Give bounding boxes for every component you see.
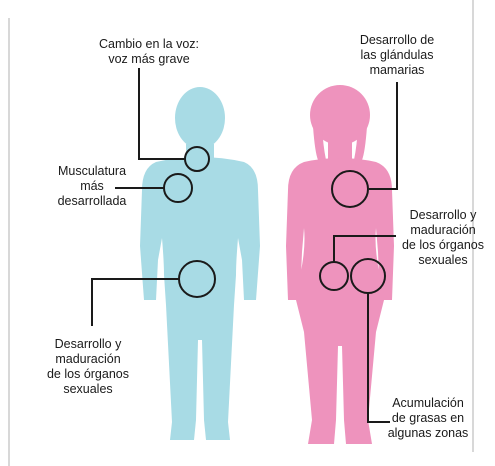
- label-line: mamarias: [369, 63, 425, 77]
- callout-voz: [138, 68, 210, 172]
- label-cambio-voz: Cambio en la voz: voz más grave: [74, 37, 224, 67]
- leader-line-grasas: [367, 293, 390, 423]
- label-line: algunas zonas: [387, 426, 469, 440]
- label-line: Musculatura: [57, 164, 127, 178]
- leader-line-voz: [138, 68, 185, 160]
- label-line: de grasas en: [391, 411, 465, 425]
- label-line: Cambio en la voz:: [98, 37, 200, 51]
- label-musculatura: Musculatura más desarrollada: [42, 164, 142, 209]
- callout-organos-fem: [319, 235, 396, 291]
- label-organos-masculinos: Desarrollo y maduración de los órganos s…: [30, 337, 146, 397]
- label-line: más: [80, 179, 104, 193]
- label-line: Acumulación: [392, 396, 464, 410]
- callout-organos-masc: [91, 260, 216, 326]
- label-line: sexuales: [418, 253, 468, 267]
- label-line: de los órganos: [401, 238, 484, 252]
- leader-line-organos-masc: [91, 278, 180, 326]
- label-glandulas-mamarias: Desarrollo de las glándulas mamarias: [334, 33, 460, 78]
- male-head: [175, 87, 225, 149]
- leader-line-organos-fem: [333, 235, 396, 262]
- label-line: las glándulas: [360, 48, 434, 62]
- label-line: maduración: [410, 223, 476, 237]
- leader-line-mamarias: [369, 82, 398, 190]
- circle-organos-masc: [178, 260, 216, 298]
- callout-musculatura: [115, 173, 193, 203]
- label-line: Desarrollo y: [409, 208, 477, 222]
- female-hair-right: [354, 110, 368, 160]
- male-figure: [140, 87, 260, 440]
- circle-voz: [184, 146, 210, 172]
- label-organos-femeninos: Desarrollo y maduración de los órganos s…: [390, 208, 495, 268]
- label-acumulacion-grasas: Acumulación de grasas en algunas zonas: [368, 396, 488, 441]
- female-neck: [328, 140, 352, 160]
- circle-musculatura: [163, 173, 193, 203]
- female-hair-left: [312, 110, 326, 160]
- callout-grasas: [350, 258, 390, 423]
- label-line: Desarrollo y: [54, 337, 122, 351]
- label-line: voz más grave: [108, 52, 190, 66]
- label-line: Desarrollo de: [359, 33, 435, 47]
- label-line: desarrollada: [57, 194, 127, 208]
- label-line: de los órganos: [46, 367, 129, 381]
- female-figure: [286, 85, 394, 444]
- female-hair: [310, 85, 370, 145]
- male-body: [140, 157, 260, 440]
- circle-mamarias: [331, 170, 369, 208]
- label-line: maduración: [55, 352, 121, 366]
- callout-mamarias: [331, 82, 398, 208]
- circle-organos-fem: [319, 261, 349, 291]
- circle-grasas: [350, 258, 386, 294]
- label-line: sexuales: [63, 382, 113, 396]
